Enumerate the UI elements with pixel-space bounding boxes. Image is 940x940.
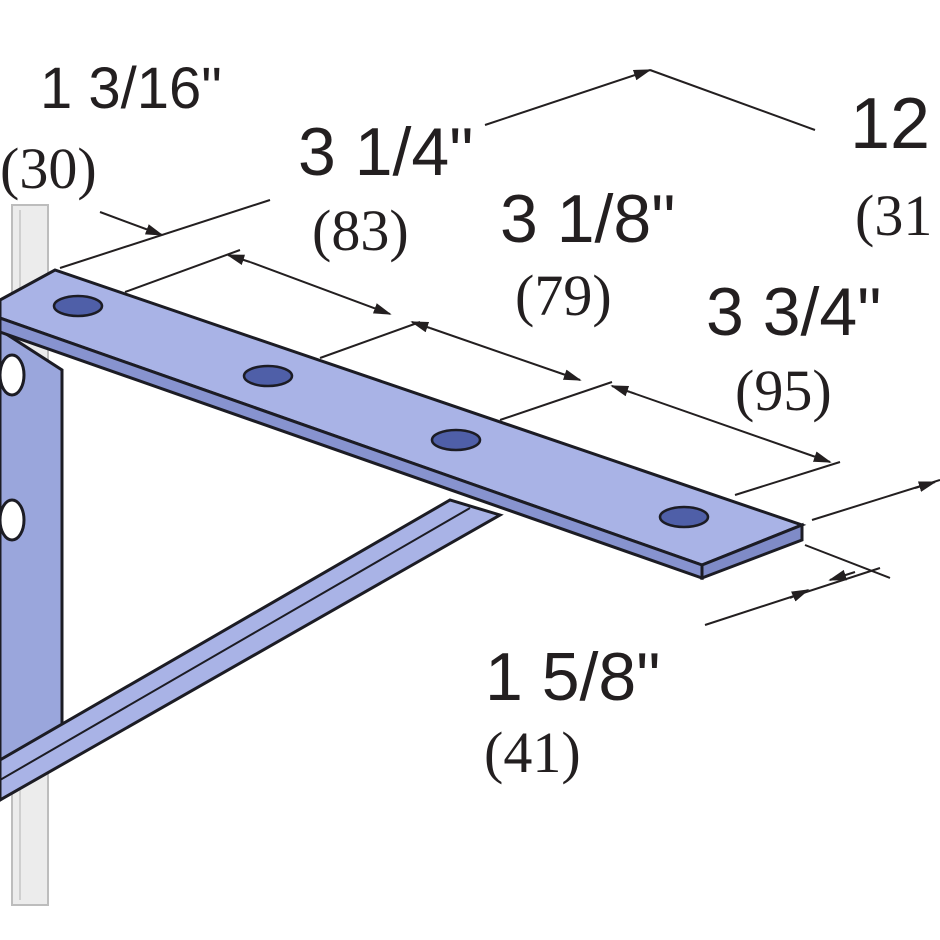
plate-hole-upper bbox=[0, 353, 26, 397]
d3-imperial: 3 1/8" bbox=[500, 181, 675, 257]
arm-hole-2 bbox=[242, 364, 294, 388]
d3-metric: (79) bbox=[515, 263, 612, 328]
dimension-label-d4: 3 3/4" (95) bbox=[706, 274, 881, 423]
d1-metric: (30) bbox=[0, 136, 97, 201]
arm-hole-1 bbox=[52, 294, 104, 318]
d2-imperial: 3 1/4" bbox=[298, 114, 473, 190]
dimension-label-d2: 3 1/4" (83) bbox=[298, 114, 473, 263]
d6-metric: (41) bbox=[484, 720, 581, 785]
d4-imperial: 3 3/4" bbox=[706, 274, 881, 350]
dimension-label-d5: 12 (31 bbox=[850, 84, 932, 248]
horizontal-arm bbox=[0, 268, 807, 581]
diagonal-brace bbox=[0, 498, 504, 802]
plate-hole-lower bbox=[0, 498, 26, 542]
d5-metric: (31 bbox=[855, 183, 932, 248]
dimension-label-d1: 1 3/16" (30) bbox=[0, 56, 222, 201]
arm-hole-3 bbox=[430, 428, 482, 452]
d6-imperial: 1 5/8" bbox=[485, 639, 660, 715]
arm-hole-4 bbox=[658, 505, 710, 529]
vertical-plate bbox=[0, 328, 64, 802]
dimension-label-d6: 1 5/8" (41) bbox=[484, 639, 660, 785]
dimension-lines bbox=[59, 69, 940, 626]
d5-imperial: 12 bbox=[850, 84, 930, 164]
dimension-label-d3: 3 1/8" (79) bbox=[500, 181, 675, 328]
d2-metric: (83) bbox=[312, 198, 409, 263]
d4-metric: (95) bbox=[735, 358, 832, 423]
d1-imperial: 1 3/16" bbox=[40, 56, 222, 121]
